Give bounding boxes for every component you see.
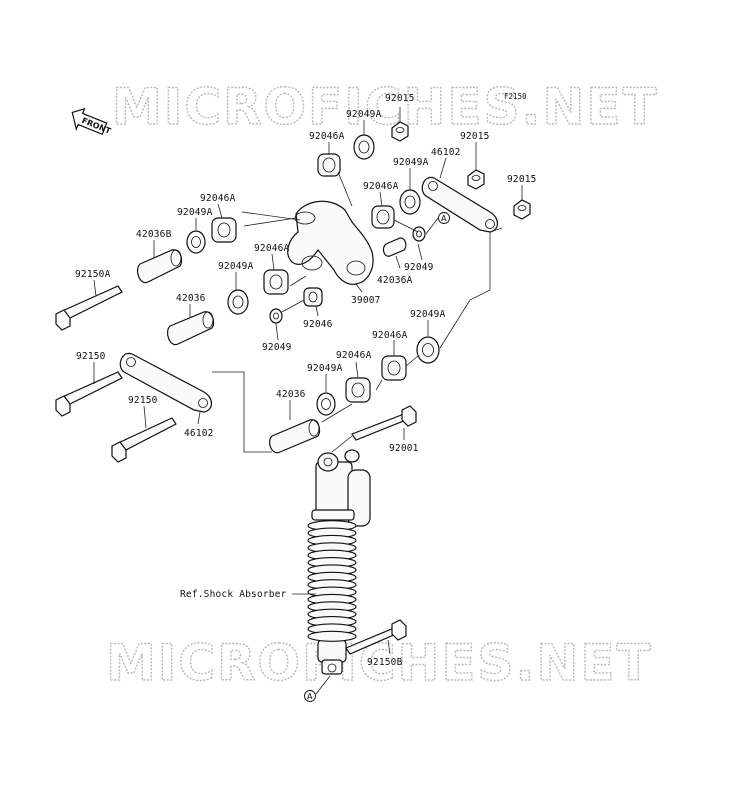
- label-46102-b: 46102: [184, 428, 214, 439]
- bolt-92150-b: [111, 417, 177, 463]
- ref-marker-a-bottom: A: [304, 690, 316, 702]
- label-42036-b: 42036: [276, 389, 306, 400]
- seal-92049A-b: [399, 189, 421, 215]
- label-92150-a: 92150: [76, 351, 106, 362]
- watermark-top: MICROFICHES.NET: [112, 78, 659, 136]
- bearing-92046: [303, 287, 323, 307]
- collar-42036-upper: [166, 311, 215, 346]
- part-labels: 92015 92049A 92046A 92015 92049A 46102 9…: [75, 93, 537, 668]
- label-42036-a: 42036: [176, 293, 206, 304]
- seal-92049A-c: [186, 230, 206, 254]
- bearing-92046A-b: [211, 217, 237, 243]
- seal-92049A-d: [227, 289, 249, 315]
- label-42036A: 42036A: [377, 275, 413, 286]
- tie-rod-right: [421, 176, 499, 233]
- nut-92015-c: [513, 199, 531, 220]
- bearing-92046A-e: [381, 355, 407, 381]
- leader-lines: [93, 107, 523, 695]
- label-ref-shock-absorber: Ref.Shock Absorber: [180, 589, 287, 600]
- label-92046A-f: 92046A: [336, 350, 372, 361]
- collar-42036A: [382, 237, 407, 257]
- ref-marker-a-bottom-text: A: [307, 692, 313, 701]
- label-92049A-b: 92049A: [393, 157, 429, 168]
- shock-spring: [307, 520, 357, 642]
- label-92049A-e: 92049A: [410, 309, 446, 320]
- label-92046A-b: 92046A: [200, 193, 236, 204]
- rocker-arm: [287, 200, 374, 285]
- label-92049-a: 92049: [404, 262, 434, 273]
- ref-marker-a-top-text: A: [441, 214, 447, 223]
- label-92046A-e: 92046A: [372, 330, 408, 341]
- label-39007: 39007: [351, 295, 381, 306]
- washer-92049-b: [269, 308, 283, 324]
- label-92046: 92046: [303, 319, 333, 330]
- label-92049-b: 92049: [262, 342, 292, 353]
- label-92015-c: 92015: [507, 174, 537, 185]
- label-92150-b: 92150: [128, 395, 158, 406]
- label-92046A-a: 92046A: [309, 131, 345, 142]
- bolt-92150A: [55, 285, 123, 331]
- label-92049A-c: 92049A: [177, 207, 213, 218]
- label-92049A-d: 92049A: [218, 261, 254, 272]
- label-92049A-f: 92049A: [307, 363, 343, 374]
- front-arrow-icon: FRONT: [71, 107, 113, 136]
- figure-code: F2150: [504, 92, 527, 101]
- label-42036B: 42036B: [136, 229, 172, 240]
- watermark-bottom: MICROFICHES.NET: [106, 634, 653, 692]
- bolt-92150-a: [55, 371, 123, 417]
- label-92015-b: 92015: [460, 131, 490, 142]
- spring-coil: [307, 630, 357, 642]
- label-92150B: 92150B: [367, 657, 403, 668]
- seal-92049A-a: [353, 134, 375, 160]
- bolt-92001: [351, 405, 417, 441]
- label-92150A: 92150A: [75, 269, 111, 280]
- collar-42036-lower: [268, 419, 321, 454]
- label-92001: 92001: [389, 443, 419, 454]
- label-92046A-d: 92046A: [254, 243, 290, 254]
- seal-92049A-e: [416, 336, 440, 364]
- collar-42036B: [136, 249, 183, 284]
- bearing-92046A-d: [263, 269, 289, 295]
- bearing-92046A-f: [345, 377, 371, 403]
- ref-marker-a-top: A: [438, 212, 450, 224]
- washer-92049-a: [412, 226, 426, 242]
- bolt-92150B: [345, 619, 407, 655]
- label-92015-a: 92015: [385, 93, 415, 104]
- tie-rod-left: [119, 352, 213, 413]
- nut-92015-b: [467, 169, 485, 190]
- label-92046A-c: 92046A: [363, 181, 399, 192]
- label-92049A-a: 92049A: [346, 109, 382, 120]
- shock-absorber: [307, 449, 371, 675]
- bearing-92046A-c: [371, 205, 395, 229]
- bearing-92046A-a: [317, 153, 341, 177]
- label-46102-a: 46102: [431, 147, 461, 158]
- seal-92049A-f: [316, 392, 336, 416]
